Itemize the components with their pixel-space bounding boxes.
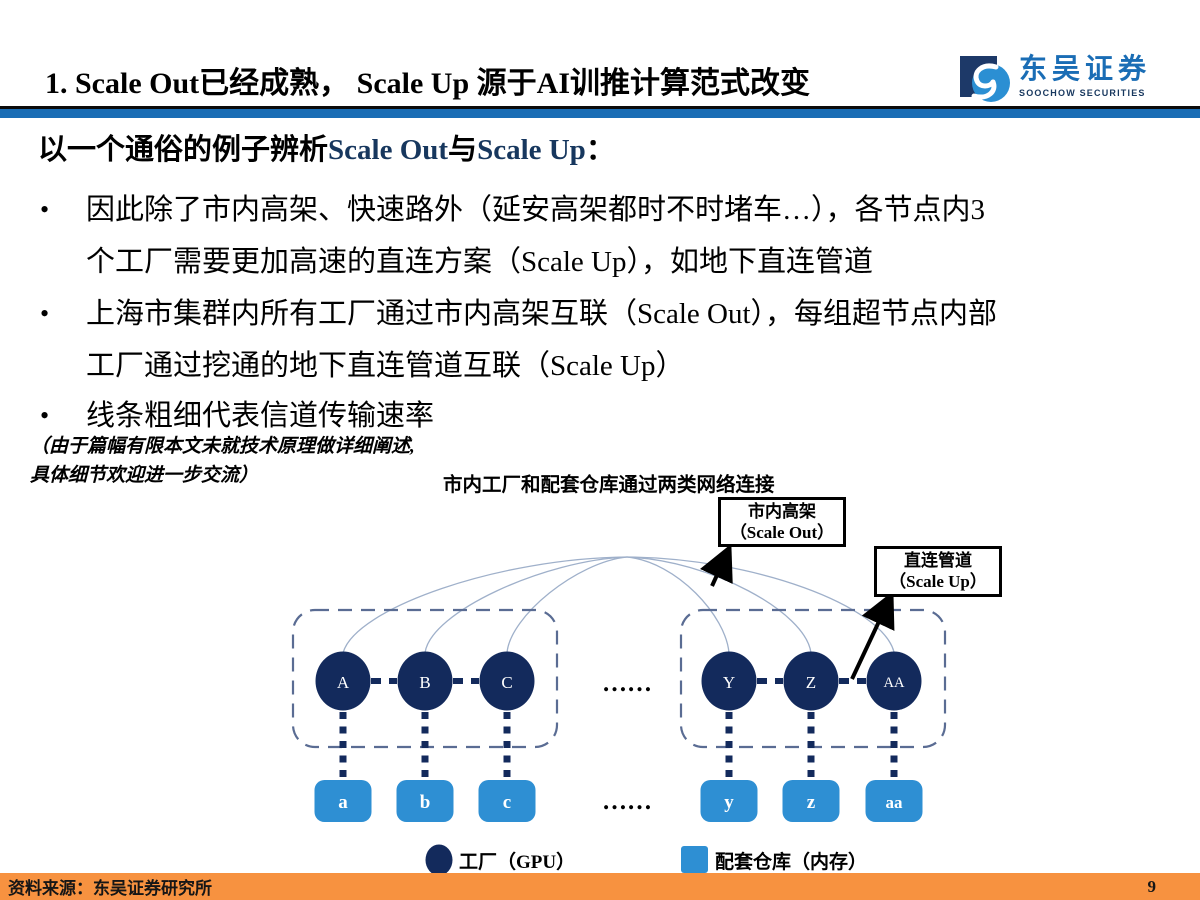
callout-scale-out: 市内高架 （Scale Out） [718,497,846,547]
mem-node-label: y [724,792,734,813]
section-heading: 以一个通俗的例子辨析Scale Out与Scale Up： [38,126,615,168]
gpu-node-label: AA [884,675,905,691]
mem-node-label: b [420,792,431,813]
legend-mem-label: 配套仓库（内存） [715,850,867,873]
scale-out-arc [506,556,628,654]
gpu-mem-links [339,712,898,779]
scale-out-arc [424,556,628,654]
mem-node-b [396,780,454,822]
ellipsis-mem-row: …… [602,788,652,815]
page-title: 1. Scale Out已经成熟， Scale Up 源于AI训推计算范式改变 [45,67,810,100]
callout-scale-up: 直连管道 （Scale Up） [874,546,1002,597]
gpu-node-label: Y [723,673,735,692]
heading-colon: ： [585,134,615,166]
bullet-item-3: • 线条粗细代表信道传输速率 [40,390,434,442]
logo-name-cn: 东吴证券 [1019,54,1152,85]
company-logo: 东吴证券 SOOCHOW SECURITIES [960,54,1151,104]
bullet-1-line-1: 因此除了市内高架、快速路外（延安高架都时不时堵车…），各节点内3 [86,194,986,226]
logo-text: 东吴证券 SOOCHOW SECURITIES [1019,54,1151,98]
gpu-node-c [479,651,535,711]
scale-out-arrow [699,543,733,587]
heading-cn-1: 以一个通俗的例子辨析 [38,134,329,166]
legend-gpu-icon [425,844,453,876]
title-divider [0,106,1200,118]
scale-out-arc [626,556,895,653]
footnote-line-1: （由于篇幅有限本文未就技术原理做详细阐述, [30,436,415,457]
scale-out-arc [342,556,628,654]
legend-gpu-label: 工厂（GPU） [459,850,575,873]
bullet-item-2: • 上海市集群内所有工厂通过市内高架互联（Scale Out），每组超节点内部 … [40,288,997,392]
mem-node-y [700,780,758,822]
callout-scale-out-line-1: 市内高架 [748,502,816,521]
bullet-3-line-1: 线条粗细代表信道传输速率 [86,400,435,432]
mem-node-c [478,780,536,822]
mem-node-z [782,780,840,822]
bullet-item-1: • 因此除了市内高架、快速路外（延安高架都时不时堵车…），各节点内3 个工厂需要… [40,184,985,288]
page-number: 9 [1147,876,1157,896]
diagram-legend: 工厂（GPU） 配套仓库（内存） [425,844,867,876]
bullet-text: 上海市集群内所有工厂通过市内高架互联（Scale Out），每组超节点内部 工厂… [86,288,997,392]
mem-node-aa [865,780,923,822]
gpu-node-aa [866,651,922,711]
scale-out-arc [626,556,730,654]
bullet-2-line-2: 工厂通过挖通的地下直连管道互联（Scale Up） [86,350,685,382]
gpu-node-label: C [501,673,512,692]
bullet-1-line-2: 个工厂需要更加高速的直连方案（Scale Up），如地下直连管道 [86,246,873,278]
gpu-node-label: A [337,673,350,692]
mem-nodes: a b c y z aa [314,780,923,822]
bullet-marker: • [40,195,50,224]
gpu-node-label: Z [806,673,816,692]
gpu-node-a [315,651,371,711]
heading-en-scale-out: Scale Out [328,134,449,166]
callout-scale-out-line-2: （Scale Out） [729,523,835,542]
callout-scale-up-line-2: （Scale Up） [889,572,987,591]
heading-en-scale-up: Scale Up [477,134,586,166]
mem-node-label: z [807,792,816,813]
gpu-nodes: A B C Y Z AA [315,651,922,711]
footnote: （由于篇幅有限本文未就技术原理做详细阐述, 具体细节欢迎进一步交流） [30,432,415,490]
bullet-marker: • [40,401,50,430]
bullet-marker: • [40,299,50,328]
logo-name-en: SOOCHOW SECURITIES [1019,88,1146,98]
footer-bar: 资料来源：东吴证券研究所 9 [0,873,1200,900]
gpu-node-label: B [419,673,430,692]
bullet-2-line-1: 上海市集群内所有工厂通过市内高架互联（Scale Out），每组超节点内部 [86,298,998,330]
mem-node-a [314,780,372,822]
gpu-node-z [783,651,839,711]
mem-node-label: aa [886,793,904,812]
bullet-text: 因此除了市内高架、快速路外（延安高架都时不时堵车…），各节点内3 个工厂需要更加… [86,184,985,288]
footnote-line-2: 具体细节欢迎进一步交流） [30,465,259,486]
gpu-node-y [701,651,757,711]
source-note: 资料来源：东吴证券研究所 [8,879,212,898]
legend-mem-icon [681,846,708,873]
gpu-node-b [397,651,453,711]
bullet-text: 线条粗细代表信道传输速率 [86,390,434,442]
scale-up-arrow [850,590,895,680]
ellipsis-gpu-row: …… [602,670,652,697]
callout-arrows [699,543,895,680]
scale-out-arc [626,556,812,654]
callout-scale-up-line-1: 直连管道 [904,551,972,570]
mem-node-label: a [338,792,348,813]
scale-out-arcs [342,556,895,654]
diagram-title: 市内工厂和配套仓库通过两类网络连接 [443,475,775,496]
mem-node-label: c [503,792,511,813]
heading-cn-2: 与 [448,134,478,166]
soochow-logo-icon [960,56,1010,102]
